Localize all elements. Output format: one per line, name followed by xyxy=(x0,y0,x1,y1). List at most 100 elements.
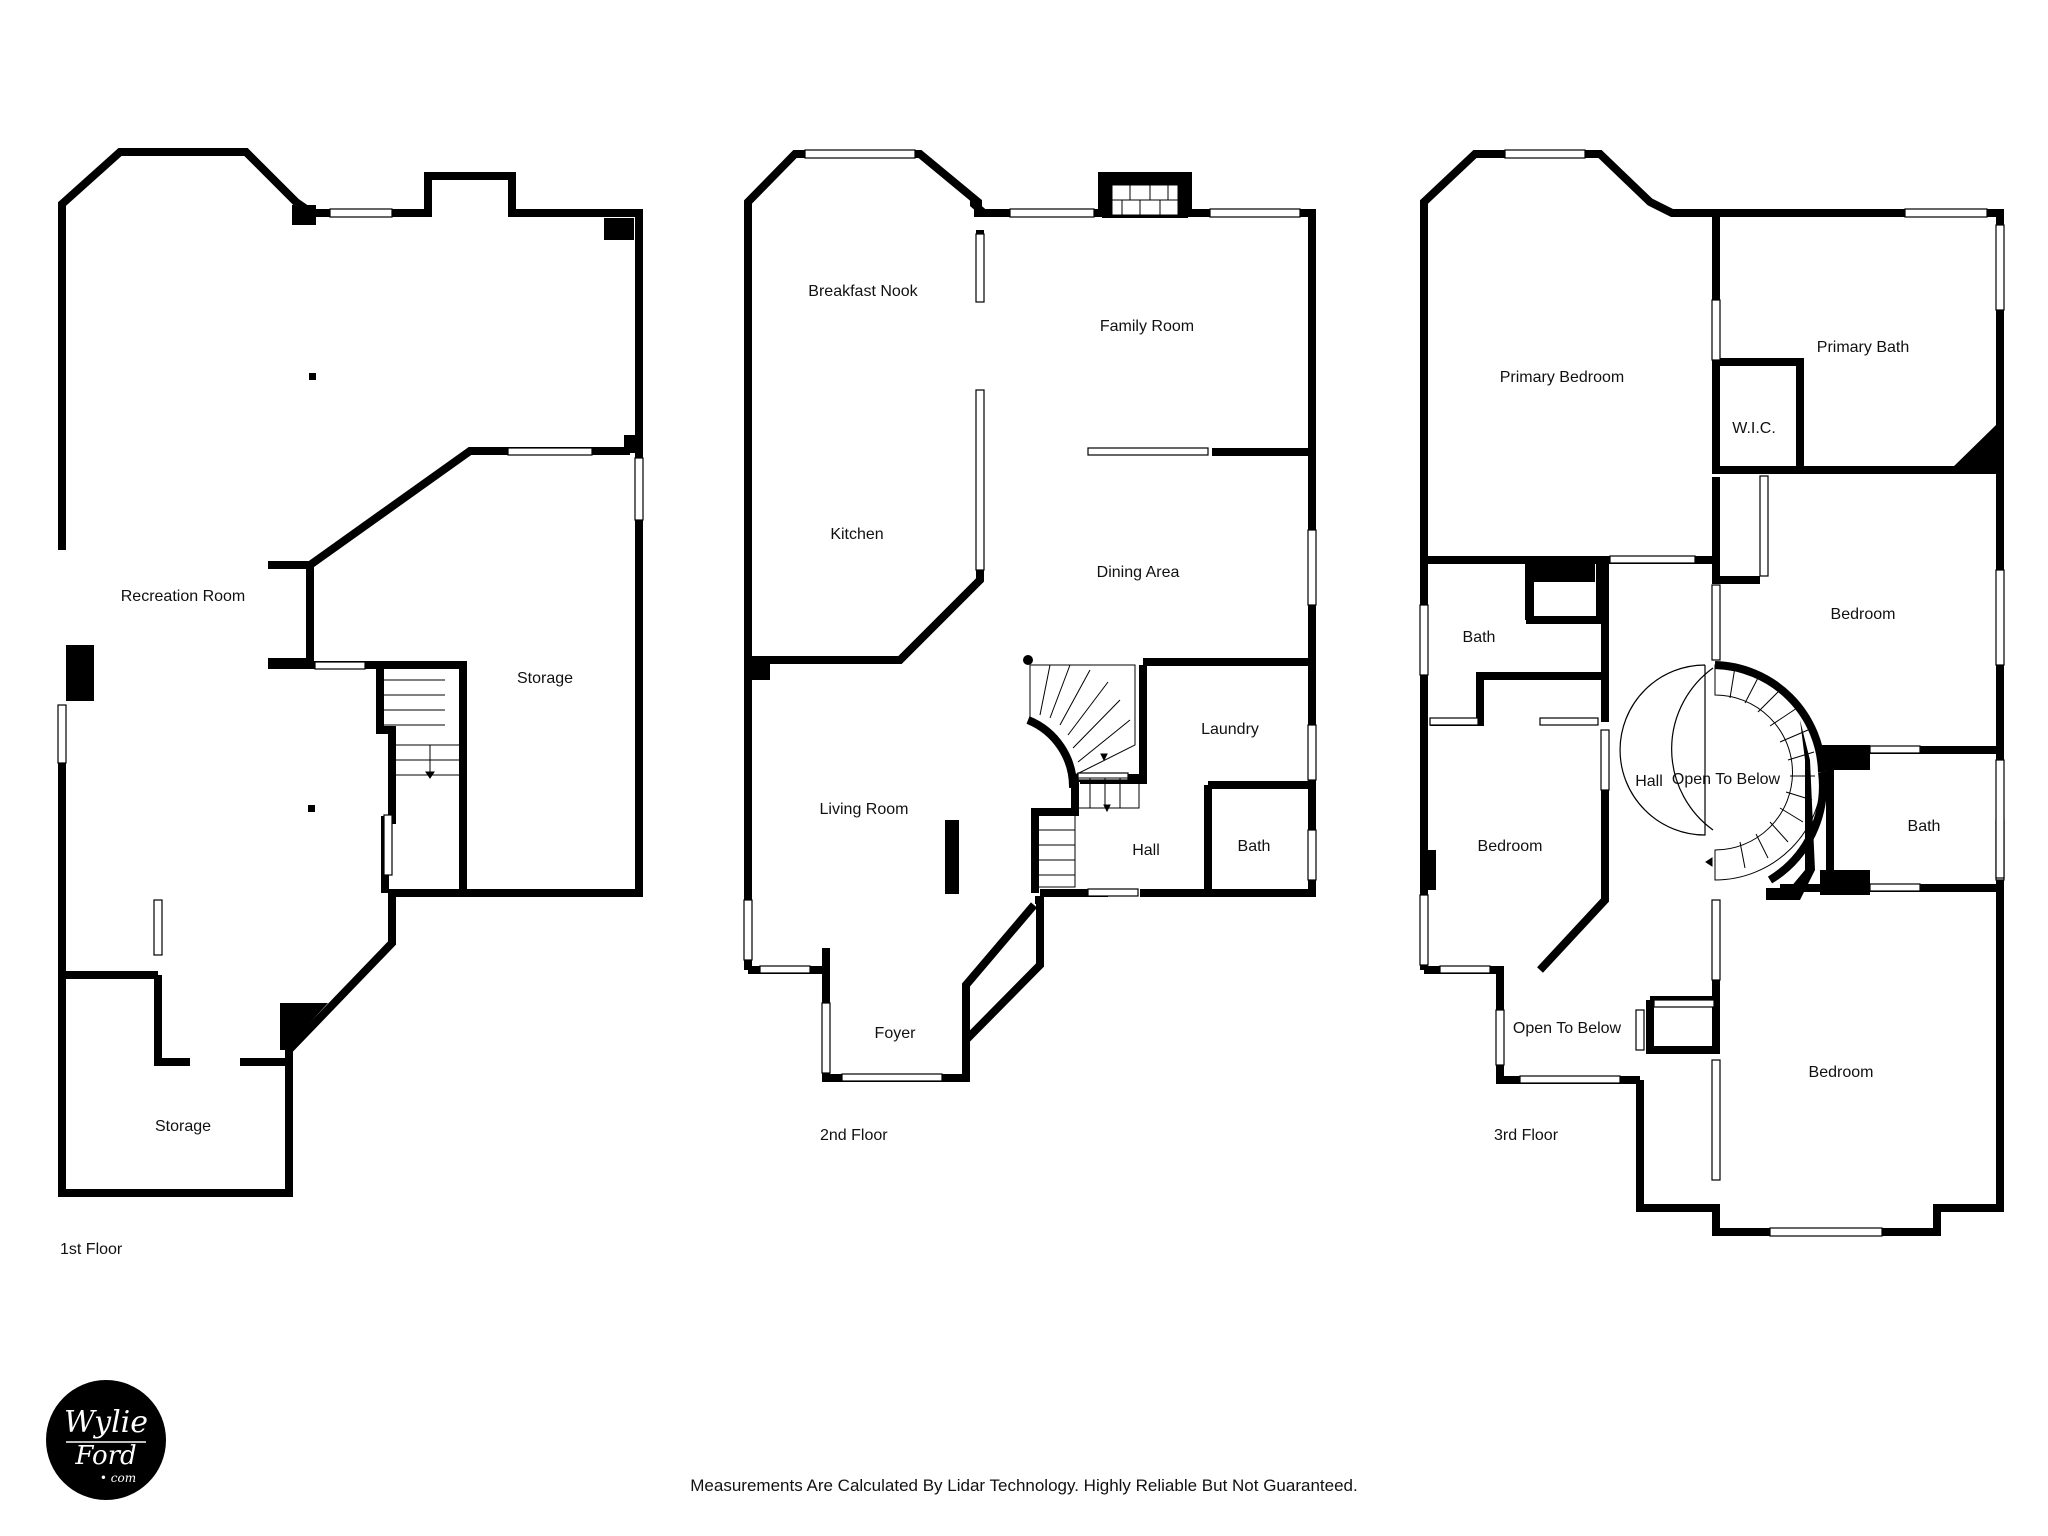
window xyxy=(1087,888,1139,897)
wall-hall-2nd xyxy=(1031,774,1143,893)
windows-1st xyxy=(57,208,644,956)
wall-foyer-inner xyxy=(962,902,1038,1040)
window xyxy=(1653,999,1715,1008)
stair-wall-3rd xyxy=(1766,720,1815,900)
column-1st-a xyxy=(292,205,316,225)
room-label: Bedroom xyxy=(1478,838,1543,855)
window xyxy=(1904,208,1988,218)
column-3rd-b xyxy=(1525,560,1533,620)
post-1st-a xyxy=(309,373,316,380)
room-label: Living Room xyxy=(820,801,909,818)
fireplace-hatch xyxy=(1111,184,1179,216)
window xyxy=(1635,1009,1645,1051)
column-1st-b xyxy=(604,218,634,240)
column-1st-d xyxy=(624,435,638,453)
room-labels-1st: Recreation Room Storage Storage 1st Floo… xyxy=(60,588,573,1258)
room-label: Primary Bath xyxy=(1817,339,1909,356)
post-2nd xyxy=(1023,655,1033,665)
wall-laundry-2nd xyxy=(1080,665,1147,784)
wall-wic xyxy=(1712,360,2000,474)
column-2nd-b xyxy=(945,820,959,894)
room-label: Primary Bedroom xyxy=(1500,369,1624,386)
room-label: Storage xyxy=(517,670,573,687)
floor-label-1st: 1st Floor xyxy=(60,1241,123,1258)
window xyxy=(507,447,593,456)
wall-kitchen-2nd xyxy=(752,390,984,664)
window xyxy=(1077,772,1129,781)
window xyxy=(1519,1075,1621,1084)
window xyxy=(314,661,366,670)
room-label: Bath xyxy=(1238,838,1271,855)
windows-3rd xyxy=(1419,149,2005,1237)
logo-line-2: Ford xyxy=(74,1441,136,1471)
floor-label-3rd: 3rd Floor xyxy=(1494,1127,1559,1144)
window xyxy=(1995,224,2005,311)
post-1st-b xyxy=(308,805,315,812)
window xyxy=(743,899,753,961)
window xyxy=(804,149,916,159)
room-label: Foyer xyxy=(875,1025,917,1042)
window xyxy=(383,814,393,876)
wall-wic-inner xyxy=(1716,358,1804,470)
window xyxy=(1869,745,1921,754)
room-label: Bedroom xyxy=(1809,1064,1874,1081)
wall-storage-mid xyxy=(154,975,190,1066)
window xyxy=(1609,555,1696,564)
column-3rd-e xyxy=(1820,745,1870,770)
room-label: Hall xyxy=(1132,842,1160,859)
wall-bedroom-left-top xyxy=(1430,672,1609,726)
room-label: Storage xyxy=(155,1118,211,1135)
disclaimer-text: Measurements Are Calculated By Lidar Tec… xyxy=(690,1476,1358,1495)
room-label: Bedroom xyxy=(1831,606,1896,623)
window xyxy=(1009,208,1095,218)
room-label: W.I.C. xyxy=(1732,420,1776,437)
floor-label-2nd: 2nd Floor xyxy=(820,1127,888,1144)
window xyxy=(1307,829,1317,881)
wall-outer-2nd xyxy=(744,150,1316,970)
room-label: Bath xyxy=(1908,818,1941,835)
window xyxy=(1429,717,1479,726)
logo-line-1: Wylie xyxy=(64,1405,148,1440)
room-label: Hall xyxy=(1635,773,1663,790)
room-label: Open To Below xyxy=(1672,771,1781,788)
room-label: Family Room xyxy=(1100,318,1194,335)
brand-logo: Wylie Ford • com xyxy=(46,1380,166,1500)
window xyxy=(759,965,811,974)
window xyxy=(975,233,985,303)
window xyxy=(821,1002,831,1074)
stairs-2nd xyxy=(1029,664,1140,888)
window xyxy=(841,1073,943,1082)
window xyxy=(1759,475,1769,577)
wall-outer-1st xyxy=(58,148,643,1197)
window xyxy=(1711,584,1721,661)
column-3rd-d xyxy=(1424,850,1436,890)
window xyxy=(1439,965,1491,974)
window xyxy=(1995,759,2005,879)
window xyxy=(1711,899,1721,981)
stairs-1st xyxy=(380,679,460,779)
windows-2nd xyxy=(743,149,1317,1082)
window xyxy=(1539,717,1599,726)
window xyxy=(1209,208,1301,218)
column-2nd-a xyxy=(752,660,770,680)
window xyxy=(1419,604,1429,676)
room-label: Recreation Room xyxy=(121,588,246,605)
wall-curved-stair-arc xyxy=(1026,716,1078,789)
room-label: Open To Below xyxy=(1513,1020,1622,1037)
window xyxy=(153,899,163,956)
column-1st-c xyxy=(66,645,94,701)
room-label: Laundry xyxy=(1201,721,1259,738)
wall-outer-3rd xyxy=(1420,150,2004,1236)
room-label: Kitchen xyxy=(830,526,883,543)
window xyxy=(1711,299,1721,361)
column-3rd-f xyxy=(1820,870,1870,895)
room-label: Bath xyxy=(1463,629,1496,646)
window xyxy=(975,389,985,571)
window xyxy=(634,457,644,521)
window xyxy=(1869,883,1921,892)
wall-storage-partition xyxy=(268,447,630,666)
window xyxy=(1419,894,1429,966)
window xyxy=(1307,529,1317,606)
wall-foyer-body xyxy=(822,896,1044,1082)
